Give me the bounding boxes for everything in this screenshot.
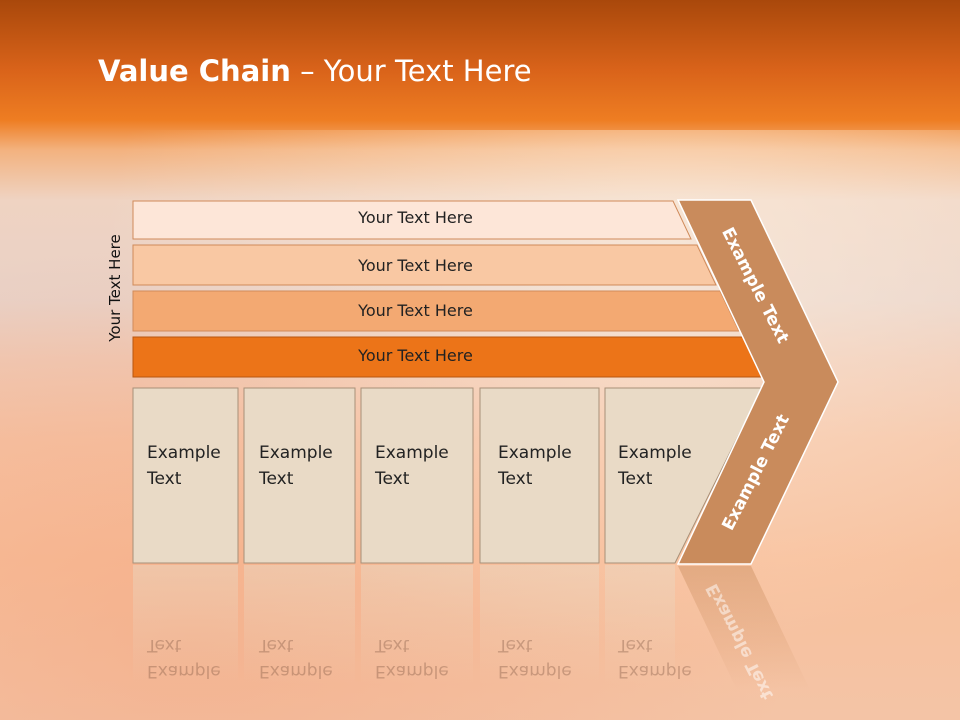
box-4-reflection-line2: Text (498, 635, 533, 655)
bar-1-label: Your Text Here (358, 208, 473, 227)
bar-2-label: Your Text Here (358, 256, 473, 275)
box-3-line2: Text (375, 469, 410, 489)
box-3-line1: Example (375, 443, 449, 463)
box-1-line1: Example (147, 443, 221, 463)
chevron-reflection (678, 566, 810, 690)
box-5-reflection-text: Example Text (618, 632, 708, 684)
box-4-line2: Text (498, 469, 533, 489)
box-1-label: Example Text (147, 440, 237, 492)
box-5-line2: Text (618, 469, 653, 489)
box-4 (479, 387, 600, 564)
box-reflection-1 (133, 565, 238, 685)
box-5-label: Example Text (618, 440, 708, 492)
box-2-reflection-text: Example Text (259, 632, 349, 684)
box-1-reflection-text: Example Text (147, 632, 237, 684)
chevron-arrow (676, 199, 839, 565)
box-3-reflection-text: Example Text (375, 632, 465, 684)
box-3-reflection-line2: Text (375, 635, 410, 655)
box-reflection-2 (244, 565, 355, 685)
box-3-label: Example Text (375, 440, 465, 492)
box-5-reflection-line2: Text (618, 635, 653, 655)
bar-2 (132, 244, 717, 286)
box-3 (360, 387, 474, 564)
box-2-line2: Text (259, 469, 294, 489)
box-1 (132, 387, 239, 564)
box-5 (604, 387, 763, 564)
title-bold: Value Chain (98, 54, 291, 88)
box-4-reflection-text: Example Text (498, 632, 588, 684)
bar-4-label: Your Text Here (358, 346, 473, 365)
box-reflection-5 (605, 565, 675, 685)
box-reflection-4 (480, 565, 599, 685)
bar-3-label: Your Text Here (358, 301, 473, 320)
box-4-line1: Example (498, 443, 572, 463)
slide-title: Value Chain – Your Text Here (98, 54, 532, 88)
box-1-reflection-line1: Example (147, 661, 221, 681)
box-4-label: Example Text (498, 440, 588, 492)
bar-1 (132, 200, 692, 240)
title-rest: – Your Text Here (290, 54, 532, 88)
box-5-line1: Example (618, 443, 692, 463)
box-5-reflection-line1: Example (618, 661, 692, 681)
box-3-reflection-line1: Example (375, 661, 449, 681)
box-2 (243, 387, 356, 564)
bar-3 (132, 290, 740, 332)
box-4-reflection-line1: Example (498, 661, 572, 681)
box-2-line1: Example (259, 443, 333, 463)
box-2-reflection-line1: Example (259, 661, 333, 681)
box-reflection-3 (361, 565, 473, 685)
box-2-reflection-line2: Text (259, 635, 294, 655)
box-2-label: Example Text (259, 440, 349, 492)
box-1-line2: Text (147, 469, 182, 489)
box-1-reflection-line2: Text (147, 635, 182, 655)
